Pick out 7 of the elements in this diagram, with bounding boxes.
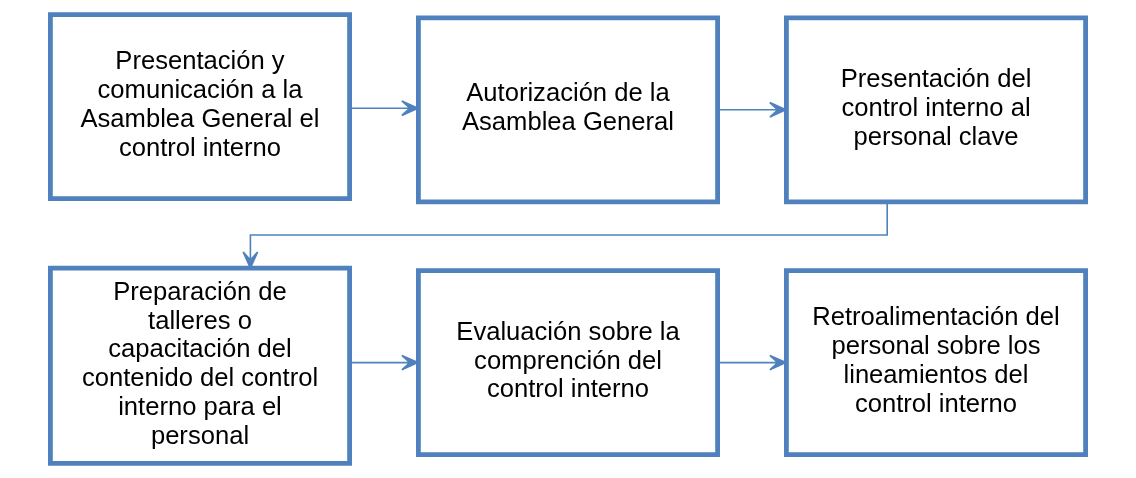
node-box: Presentación del control interno al personal clave — [784, 15, 1088, 205]
node-box: Retroalimentación del personal sobre los lineamientos del control interno — [784, 268, 1088, 457]
node-box: Preparación de talleres o capacitación del contenido del control interno para el personal — [48, 265, 352, 466]
node-box: Presentación y comunicación a la Asamblea General el control interno — [48, 12, 352, 201]
arrow — [242, 201, 888, 269]
node-box: Evaluación sobre la comprención del control interno — [416, 268, 720, 457]
node-box: Autorización de la Asamblea General — [416, 15, 720, 205]
